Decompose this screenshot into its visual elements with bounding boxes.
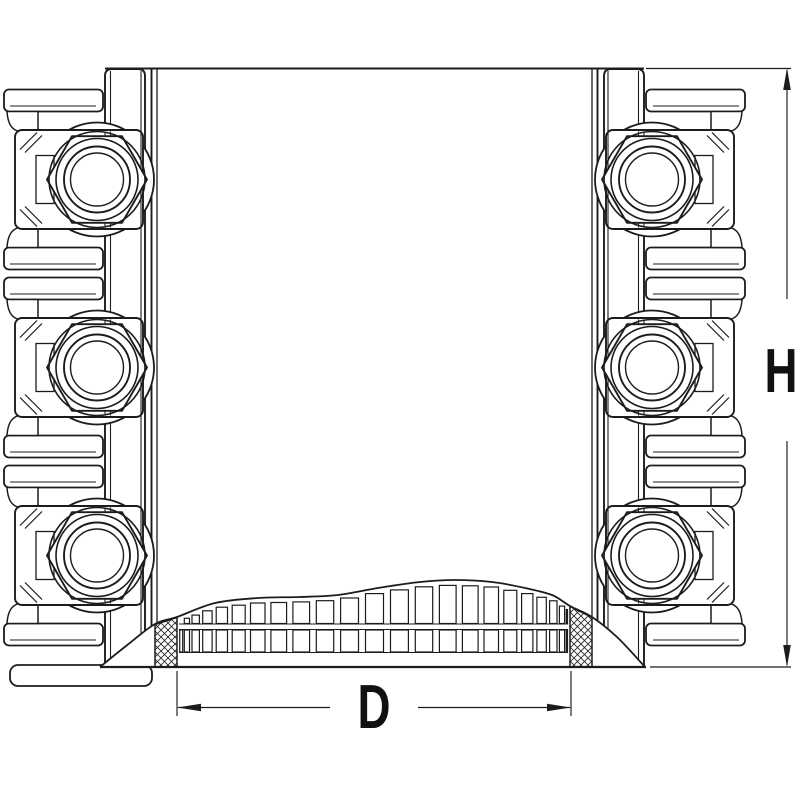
dimension-label-height: H — [765, 337, 798, 406]
gasket-left — [154, 616, 178, 668]
dimension-label-diameter: D — [358, 673, 391, 742]
clamp-right-bolt-column — [591, 68, 746, 667]
clamp-left-bolt-column — [3, 68, 158, 667]
dimension-lines — [176, 67, 791, 716]
corrugated-pipe — [99, 579, 646, 668]
gasket-right — [569, 605, 593, 668]
clamp-artwork — [3, 67, 791, 716]
